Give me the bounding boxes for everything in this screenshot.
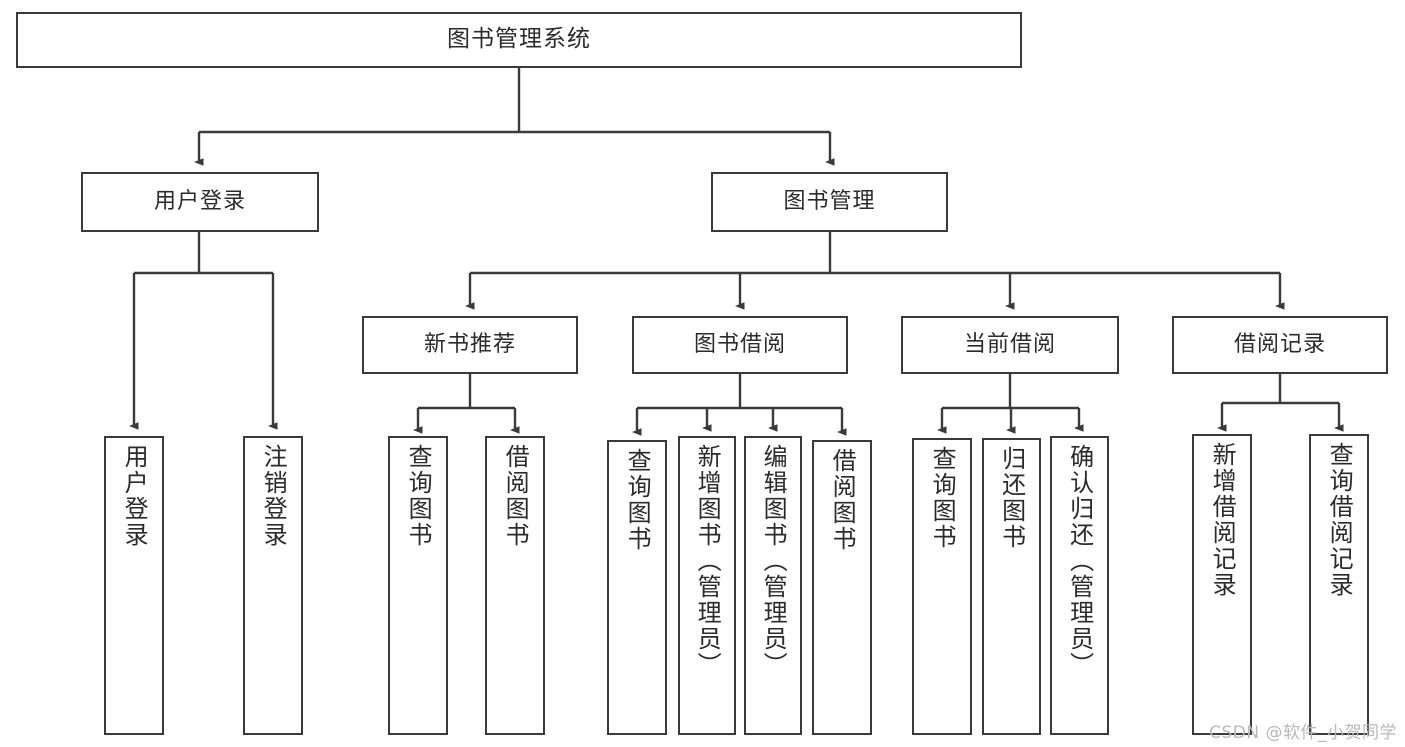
- node-label: 新增借阅记录: [1208, 442, 1237, 598]
- node-leaf-logout[interactable]: 注销登录: [243, 436, 303, 735]
- node-label: 新增图书（管理员）: [693, 444, 722, 678]
- node-label: 借阅记录: [1233, 331, 1326, 357]
- node-user-login[interactable]: 用户登录: [81, 172, 319, 232]
- node-leaf-query-book-recommend[interactable]: 查询图书: [388, 436, 448, 735]
- node-label: 图书借阅: [693, 331, 786, 357]
- node-leaf-add-book-admin[interactable]: 新增图书（管理员）: [678, 436, 736, 735]
- node-label: 查询图书: [404, 444, 433, 548]
- node-leaf-borrow-book-recommend[interactable]: 借阅图书: [485, 436, 545, 735]
- node-label: 查询图书: [928, 446, 957, 550]
- node-leaf-query-book-current[interactable]: 查询图书: [912, 438, 972, 735]
- node-label: 编辑图书（管理员）: [759, 444, 788, 678]
- node-leaf-borrow-book[interactable]: 借阅图书: [812, 440, 872, 735]
- node-label: 图书管理: [783, 188, 876, 214]
- node-label: 图书管理系统: [447, 26, 591, 53]
- node-label: 用户登录: [120, 444, 149, 548]
- node-leaf-add-borrow-record[interactable]: 新增借阅记录: [1192, 434, 1252, 735]
- node-label: 当前借阅: [963, 331, 1056, 357]
- node-leaf-return-book[interactable]: 归还图书: [982, 438, 1041, 735]
- node-leaf-user-login[interactable]: 用户登录: [104, 436, 164, 735]
- node-new-book-recommend[interactable]: 新书推荐: [362, 316, 578, 374]
- node-book-borrow[interactable]: 图书借阅: [632, 316, 848, 374]
- watermark-text: CSDN @软件_小贺同学: [1209, 723, 1397, 743]
- node-label: 借阅图书: [501, 444, 530, 548]
- node-leaf-query-book-borrow[interactable]: 查询图书: [607, 440, 667, 735]
- node-label: 借阅图书: [828, 448, 857, 552]
- node-label: 查询图书: [623, 448, 652, 552]
- node-label: 用户登录: [153, 188, 246, 214]
- node-label: 确认归还（管理员）: [1065, 444, 1094, 678]
- node-book-management[interactable]: 图书管理: [711, 172, 948, 232]
- node-label: 注销登录: [259, 444, 288, 548]
- node-leaf-edit-book-admin[interactable]: 编辑图书（管理员）: [744, 436, 802, 735]
- node-leaf-confirm-return-admin[interactable]: 确认归还（管理员）: [1050, 436, 1109, 735]
- node-label: 新书推荐: [423, 331, 516, 357]
- node-leaf-query-borrow-record[interactable]: 查询借阅记录: [1309, 434, 1369, 735]
- node-label: 查询借阅记录: [1325, 442, 1354, 598]
- node-current-borrow[interactable]: 当前借阅: [901, 316, 1119, 374]
- node-borrow-record[interactable]: 借阅记录: [1172, 316, 1388, 374]
- node-root-system[interactable]: 图书管理系统: [16, 12, 1022, 68]
- node-label: 归还图书: [997, 446, 1026, 550]
